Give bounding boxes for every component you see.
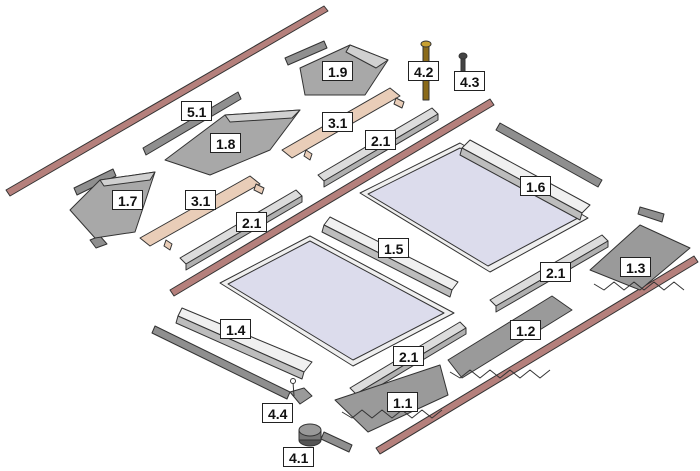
small-strips	[73, 40, 665, 453]
label-1-5: 1.5	[378, 238, 410, 258]
rod-middle	[169, 98, 495, 297]
label-2-1-b: 2.1	[236, 212, 268, 232]
label-2-1-c: 2.1	[540, 262, 572, 282]
label-4-3: 4.3	[454, 71, 486, 91]
rod-bottom-right	[375, 255, 699, 455]
label-1-3: 1.3	[620, 257, 652, 277]
label-1-4: 1.4	[220, 319, 252, 339]
cover-profile-1-4	[175, 307, 313, 380]
label-2-1-d: 2.1	[393, 346, 425, 366]
strip-near-1-4	[151, 325, 291, 400]
glass-pane-lower	[219, 235, 455, 367]
strip-near-1-6	[495, 122, 603, 188]
knob-4-1	[298, 423, 322, 447]
label-4-2: 4.2	[408, 61, 440, 81]
label-1-1: 1.1	[387, 392, 419, 412]
label-1-8: 1.8	[210, 133, 242, 153]
label-4-1: 4.1	[283, 447, 315, 467]
label-3-1-a: 3.1	[322, 112, 354, 132]
label-5-1: 5.1	[181, 101, 213, 121]
rod-top-left	[5, 5, 329, 197]
glass-pane-upper	[359, 142, 589, 273]
strip-near-1-9	[284, 40, 328, 66]
strip-near-1-3	[637, 206, 665, 223]
strip-near-4-1	[320, 431, 353, 453]
label-4-4: 4.4	[262, 403, 294, 423]
label-1-6: 1.6	[520, 176, 552, 196]
label-1-9: 1.9	[322, 61, 354, 81]
label-2-1-a: 2.1	[365, 130, 397, 150]
label-1-7: 1.7	[112, 190, 144, 210]
clip-4-4	[289, 378, 313, 405]
strip-near-1-7	[73, 168, 117, 196]
label-3-1-b: 3.1	[185, 190, 217, 210]
label-1-2: 1.2	[510, 320, 542, 340]
